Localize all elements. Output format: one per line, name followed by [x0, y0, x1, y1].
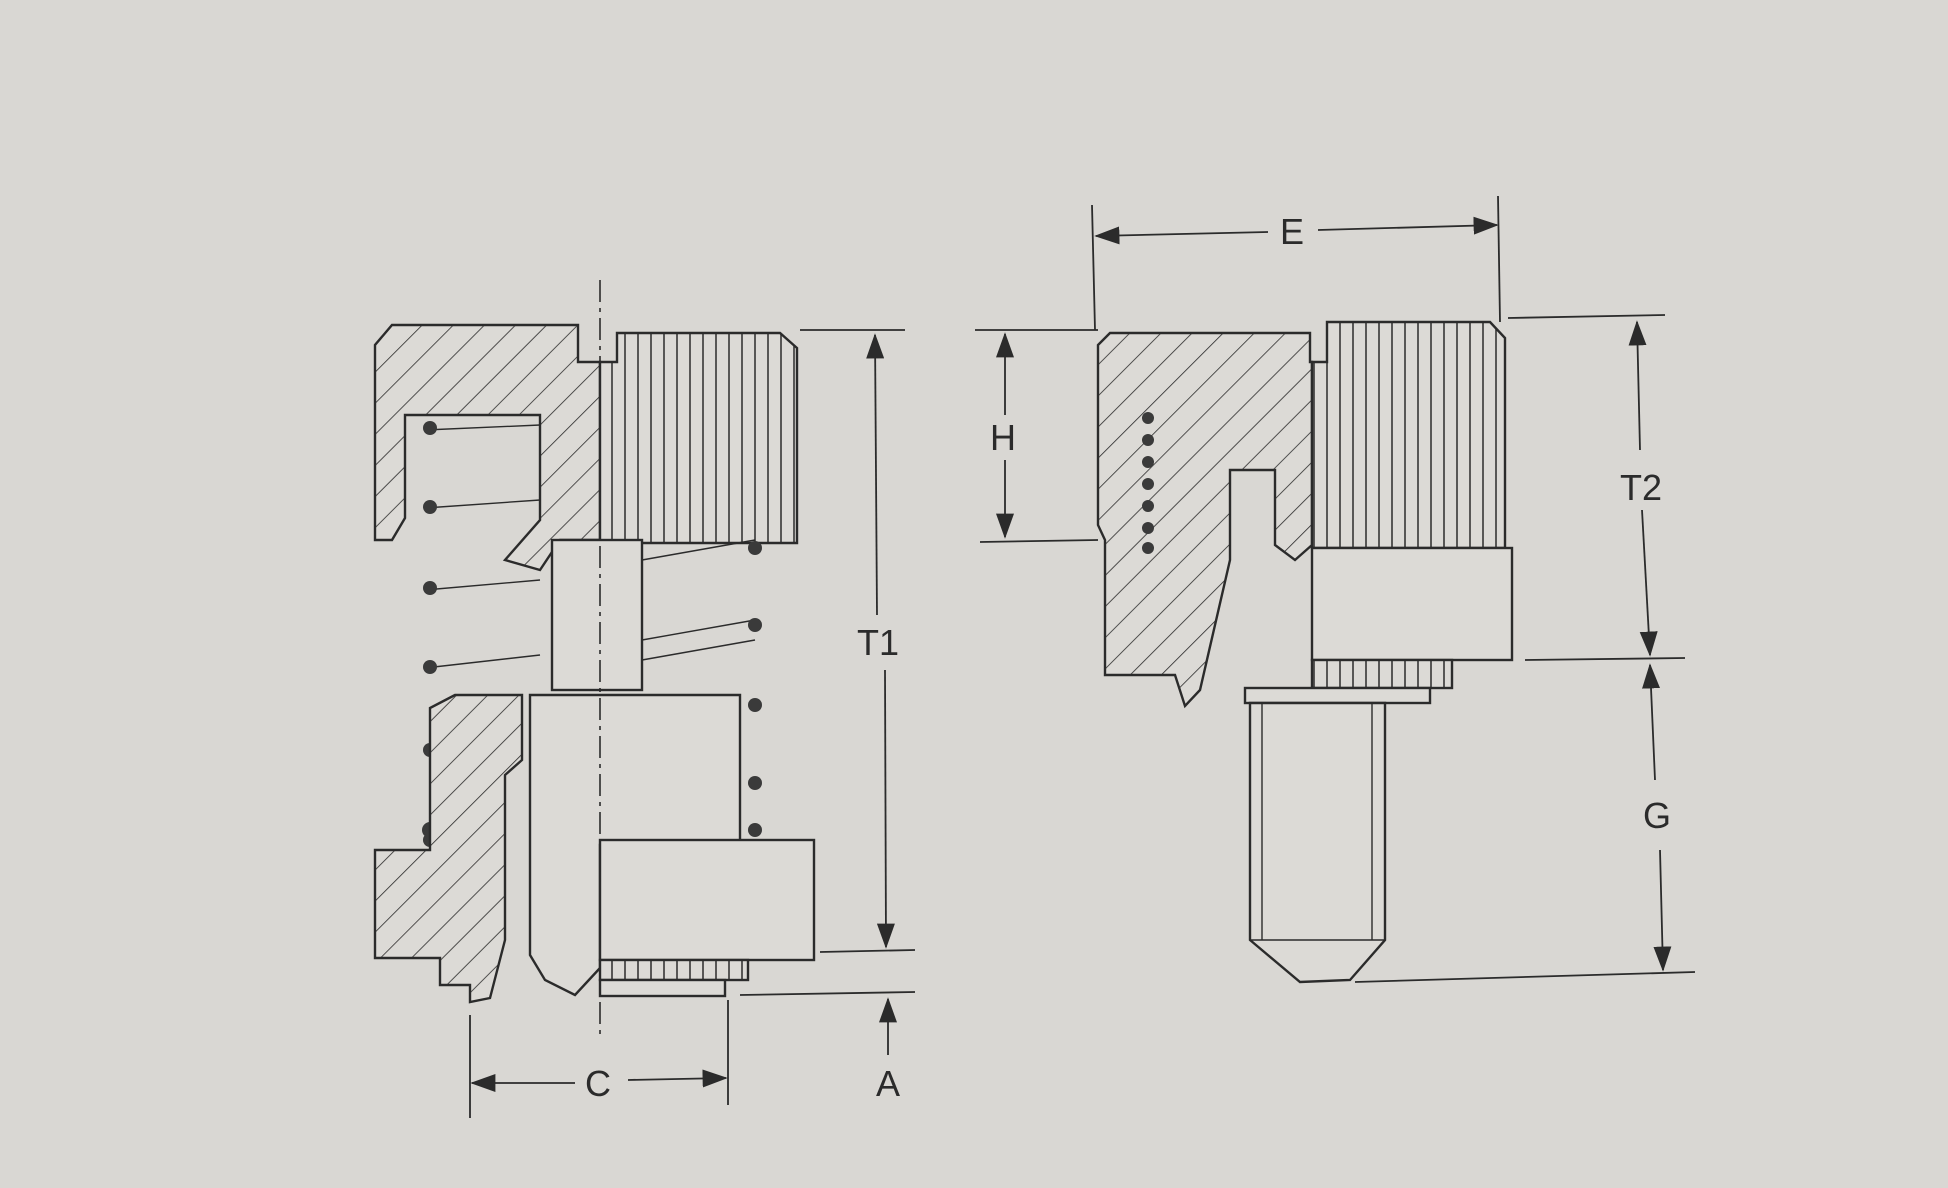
dimension-g: G: [1354, 663, 1696, 983]
label-a: A: [876, 1063, 900, 1104]
label-g: G: [1643, 795, 1671, 836]
right-knurled-knob: [1310, 320, 1507, 550]
left-cap-section: [373, 323, 602, 572]
right-threaded-nut: [1310, 658, 1454, 690]
left-threaded-nut: [598, 958, 750, 982]
label-e: E: [1280, 211, 1304, 252]
left-washer: [598, 978, 727, 998]
right-body-block: [1310, 546, 1514, 662]
right-view: E H T2 G: [975, 195, 1696, 984]
left-view: C T1 A: [373, 280, 916, 1118]
left-shaft: [550, 538, 644, 692]
left-housing-section: [373, 693, 524, 1004]
dimension-h: H: [975, 329, 1099, 543]
label-h: H: [990, 417, 1016, 458]
right-spring: [1142, 412, 1154, 554]
label-c: C: [585, 1063, 611, 1104]
dimension-t1: T1: [800, 329, 916, 953]
right-washer: [1243, 686, 1432, 705]
left-bottom-block: [598, 838, 816, 962]
label-t1: T1: [857, 622, 899, 663]
right-cap-section: [1096, 331, 1314, 709]
dimension-a: A: [739, 991, 916, 1104]
dimension-t2: T2: [1507, 314, 1686, 661]
left-knurled-knob: [598, 331, 799, 545]
dimension-c: C: [469, 1000, 729, 1118]
label-t2: T2: [1620, 467, 1662, 508]
dimension-e: E: [1091, 195, 1501, 331]
